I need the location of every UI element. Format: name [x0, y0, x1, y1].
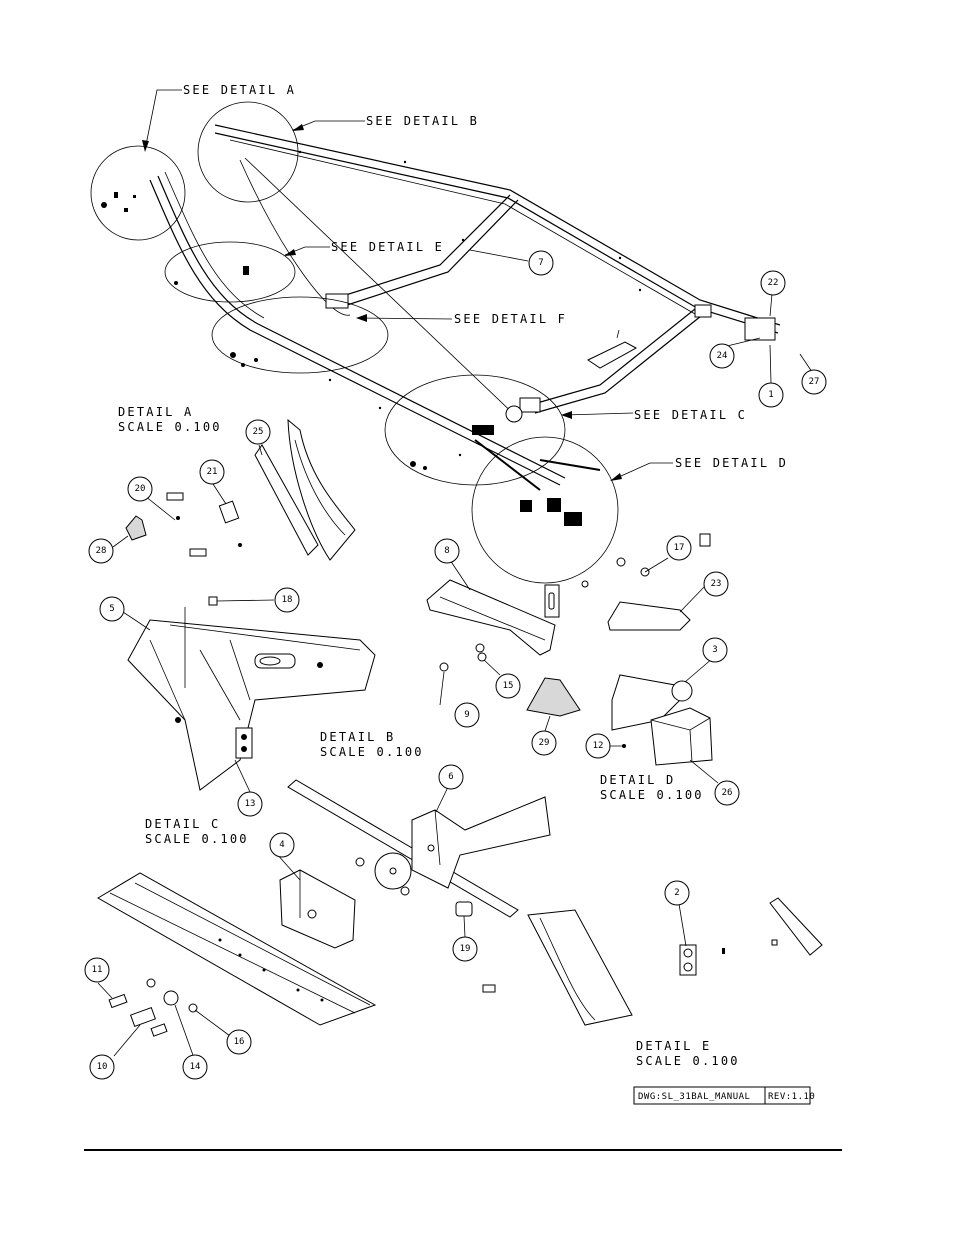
- callout-23: 23: [711, 579, 722, 589]
- callout-9-circle: [454, 702, 480, 728]
- detail-a-circle: [90, 145, 186, 241]
- detail-circles: [90, 101, 619, 584]
- callout-18: 18: [282, 595, 293, 605]
- title-block: DWG:SL_31BAL_MANUAL REV:1.10: [633, 1086, 815, 1105]
- callout-5-circle: [99, 596, 125, 622]
- callout-10-circle: [89, 1054, 115, 1080]
- callout-1-circle: [758, 382, 784, 408]
- detail-c-scale: SCALE 0.100: [145, 832, 249, 846]
- callout-26-circle: [714, 780, 740, 806]
- callout-27-circle: [801, 369, 827, 395]
- callout-9: 9: [464, 710, 469, 720]
- callout-24-circle: [709, 343, 735, 369]
- callout-11-circle: [84, 957, 110, 983]
- callout-21: 21: [207, 467, 218, 477]
- callout-13-circle: [237, 791, 263, 817]
- callout-4-circle: [269, 832, 295, 858]
- detail-b-scale: SCALE 0.100: [320, 745, 424, 759]
- callout-19: 19: [460, 944, 471, 954]
- detail-c-view: [97, 779, 551, 1037]
- see-detail-c-label: SEE DETAIL C: [634, 408, 747, 422]
- see-detail-d-label: SEE DETAIL D: [675, 456, 788, 470]
- callout-12-circle: [585, 733, 611, 759]
- callout-29-circle: [531, 730, 557, 756]
- callout-10: 10: [97, 1062, 108, 1072]
- detail-b-view: [127, 596, 376, 791]
- detail-e-scale: SCALE 0.100: [636, 1054, 740, 1068]
- callout-28: 28: [96, 546, 107, 556]
- detail-f-ellipse: [211, 296, 389, 374]
- callout-3: 3: [712, 645, 717, 655]
- detail-d-view: [426, 533, 713, 766]
- drawing-number: DWG:SL_31BAL_MANUAL: [638, 1092, 750, 1102]
- callout-22-circle: [760, 270, 786, 296]
- detail-b-circle: [197, 101, 299, 203]
- callout-25-circle: [245, 419, 271, 445]
- callout-16-circle: [226, 1029, 252, 1055]
- callout-8: 8: [444, 546, 449, 556]
- detail-d-circle: [471, 436, 619, 584]
- callout-11: 11: [92, 965, 103, 975]
- callout-22: 22: [768, 278, 779, 288]
- detail-d-title: DETAIL D: [600, 773, 675, 787]
- callout-20: 20: [135, 484, 146, 494]
- callout-14: 14: [190, 1062, 201, 1072]
- detail-a-title: DETAIL A: [118, 405, 193, 419]
- callout-20-circle: [127, 476, 153, 502]
- callout-28-circle: [88, 538, 114, 564]
- callout-4: 4: [279, 840, 284, 850]
- callout-1: 1: [768, 390, 773, 400]
- callout-12: 12: [593, 741, 604, 751]
- callout-26: 26: [722, 788, 733, 798]
- callout-3-circle: [702, 637, 728, 663]
- callout-25: 25: [253, 427, 264, 437]
- callout-5: 5: [109, 604, 114, 614]
- detail-e-ellipse: [164, 241, 296, 303]
- callout-6-circle: [438, 764, 464, 790]
- see-detail-b-label: SEE DETAIL B: [366, 114, 479, 128]
- detail-d-scale: SCALE 0.100: [600, 788, 704, 802]
- trailer-frame: [149, 124, 781, 486]
- detail-b-title: DETAIL B: [320, 730, 395, 744]
- detail-c-ellipse: [384, 374, 566, 486]
- callout-15: 15: [503, 681, 514, 691]
- callout-18-circle: [274, 587, 300, 613]
- callout-24: 24: [717, 351, 728, 361]
- callout-14-circle: [182, 1054, 208, 1080]
- callout-7-circle: [528, 250, 554, 276]
- detail-c-title: DETAIL C: [145, 817, 220, 831]
- callout-6: 6: [448, 772, 453, 782]
- callout-29: 29: [539, 738, 550, 748]
- callout-23-circle: [703, 571, 729, 597]
- see-detail-e-label: SEE DETAIL E: [331, 240, 444, 254]
- callout-17-circle: [666, 535, 692, 561]
- callout-8-circle: [434, 538, 460, 564]
- callout-2-circle: [664, 880, 690, 906]
- callout-13: 13: [245, 799, 256, 809]
- detail-a-scale: SCALE 0.100: [118, 420, 222, 434]
- reference-leaders: [142, 89, 673, 481]
- callout-7: 7: [538, 258, 543, 268]
- detail-e-title: DETAIL E: [636, 1039, 711, 1053]
- see-detail-f-label: SEE DETAIL F: [454, 312, 567, 326]
- callout-15-circle: [495, 673, 521, 699]
- revision-number: REV:1.10: [768, 1092, 815, 1102]
- detail-a-view: [125, 418, 356, 561]
- detail-e-view: [527, 897, 823, 1026]
- callout-27: 27: [809, 377, 820, 387]
- callout-21-circle: [199, 459, 225, 485]
- callout-17: 17: [674, 543, 685, 553]
- callout-16: 16: [234, 1037, 245, 1047]
- callout-balloons: 7 22 24 1 27 25 20 21 28 5 18 13 8 17 23…: [84, 249, 827, 1080]
- callout-19-circle: [452, 936, 478, 962]
- see-detail-a-label: SEE DETAIL A: [183, 83, 296, 97]
- callout-2: 2: [674, 888, 679, 898]
